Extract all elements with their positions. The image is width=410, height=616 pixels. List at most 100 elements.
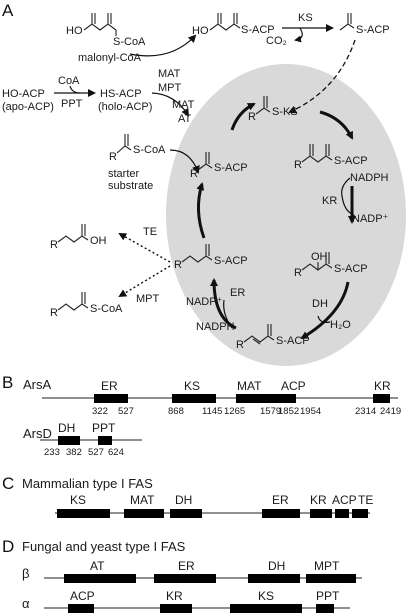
beta-mpt-domain — [306, 574, 356, 583]
mammalian-acp-domain — [335, 509, 349, 518]
arsa-er-end: 527 — [118, 406, 134, 417]
mammalian-mat-domain — [124, 509, 164, 518]
hydroxyacyl-oh: OH — [311, 251, 328, 263]
beta-at-label: AT — [90, 559, 105, 573]
arsd-dh-end: 382 — [66, 447, 82, 458]
panel-d-label: D — [2, 537, 14, 556]
starter-scoa: S-CoA — [133, 144, 166, 156]
hydroxyacyl-acp-structure: R OH S-ACP — [294, 251, 368, 279]
at-label-mid: AT — [178, 113, 192, 125]
mammalian-te-label: TE — [358, 493, 373, 507]
mammalian-er-label: ER — [272, 493, 289, 507]
ketoacyl-s: S-ACP — [334, 155, 368, 167]
acyl-acp-structure: R S-ACP — [174, 244, 248, 271]
h2o-label: H₂O — [330, 319, 351, 331]
fatty-acid-structure: R OH — [50, 224, 107, 251]
beta-mpt-label: MPT — [314, 559, 340, 573]
arsa-er-start: 322 — [92, 406, 108, 417]
beta-dh-domain — [248, 574, 300, 583]
arsa-acp-end: 1954 — [300, 406, 321, 417]
beta-at-domain — [64, 574, 136, 583]
mammalian-te-domain — [352, 509, 368, 518]
starter-acp-r: R — [190, 168, 198, 180]
starter-r: R — [109, 151, 117, 163]
mammalian-ks-label: KS — [70, 493, 86, 507]
alpha-name: α — [22, 596, 30, 611]
arsd-ppt-domain — [98, 436, 112, 445]
te-label: TE — [143, 226, 157, 238]
arsa-mat-label: MAT — [237, 379, 262, 393]
mammalian-acp-label: ACP — [332, 493, 357, 507]
acyl-ks-structure: R S-KS — [248, 96, 298, 123]
panel-b-label: B — [2, 373, 13, 392]
ketoacyl-acp-structure: R S-ACP — [294, 144, 368, 171]
ppt-label: PPT — [61, 98, 83, 110]
arsd-dh-start: 233 — [44, 447, 60, 458]
arsd-dh-domain — [58, 436, 80, 445]
alpha-acp-domain — [68, 604, 94, 613]
acyl-acp-s: S-ACP — [214, 255, 248, 267]
arsa-kr-label: KR — [374, 379, 391, 393]
holo-acp-label: (holo-ACP) — [98, 101, 152, 113]
mammalian-kr-domain — [310, 509, 332, 518]
fatty-acid-oh: OH — [90, 235, 107, 247]
malonyl-coa-scoa: S-CoA — [113, 36, 146, 48]
acetyl-acp-structure: S-ACP — [339, 13, 390, 36]
malonyl-coa-name: malonyl-CoA — [78, 52, 142, 64]
er-label: ER — [230, 287, 245, 299]
panel-b: B ArsA ER KS MAT ACP KR 322 527 868 1145… — [2, 373, 401, 458]
arsa-ks-domain — [172, 394, 216, 403]
arsd-dh-label: DH — [58, 421, 75, 435]
hydroxyacyl-r: R — [294, 267, 302, 279]
panel-a: A HO S-CoA malonyl-CoA HO S-ACP KS CO₂ S… — [2, 1, 406, 366]
arsa-mat-end: 1579 — [260, 406, 281, 417]
hs-acp-label: HS-ACP — [100, 88, 142, 100]
starter-acp-s: S-ACP — [214, 162, 248, 174]
alpha-ks-domain — [230, 604, 302, 613]
mat-label-mid: MAT — [172, 99, 195, 111]
mammalian-ks-domain — [57, 509, 110, 518]
arsa-mat-start: 1265 — [224, 406, 245, 417]
apo-acp-label: (apo-ACP) — [2, 101, 54, 113]
starter-substrate-structure: R S-CoA starter substrate — [108, 134, 166, 192]
nadp-2-label: NADP⁺ — [186, 296, 223, 308]
panel-d: D Fungal and yeast type I FAS β AT ER DH… — [2, 537, 362, 613]
fatty-acid-r: R — [50, 239, 58, 251]
acetyl-acp-sacp: S-ACP — [356, 24, 390, 36]
arsa-acp-domain — [280, 394, 296, 403]
beta-name: β — [22, 566, 29, 581]
mammalian-dh-domain — [170, 509, 202, 518]
mammalian-er-domain — [262, 509, 300, 518]
arsd-ppt-end: 624 — [108, 447, 124, 458]
arsa-acp-start: 1852 — [278, 406, 299, 417]
acyl-ks-r: R — [248, 111, 256, 123]
starter-name-1: starter — [108, 168, 140, 180]
mammalian-kr-label: KR — [310, 493, 327, 507]
acyl-acp-r: R — [174, 259, 182, 271]
arsd-ppt-start: 527 — [88, 447, 104, 458]
arsd-ppt-label: PPT — [92, 421, 116, 435]
kr-label: KR — [322, 195, 337, 207]
hydroxyacyl-s: S-ACP — [334, 263, 368, 275]
arsa-acp-label: ACP — [281, 379, 306, 393]
arsa-ks-start: 868 — [168, 406, 184, 417]
dh-label: DH — [312, 298, 328, 310]
acyl-coa-r: R — [50, 307, 58, 319]
arsa-kr-end: 2419 — [380, 406, 401, 417]
mpt-label-top: MPT — [158, 82, 182, 94]
alpha-ppt-label: PPT — [316, 589, 340, 603]
mammalian-mat-label: MAT — [130, 493, 155, 507]
alpha-ks-label: KS — [258, 589, 274, 603]
malonyl-acp-sacp: S-ACP — [241, 24, 275, 36]
panel-c-label: C — [2, 474, 14, 493]
mammalian-dh-label: DH — [175, 493, 192, 507]
malonyl-coa-structure: HO S-CoA malonyl-CoA — [66, 13, 146, 64]
arsa-kr-domain — [373, 394, 390, 403]
acyl-coa-structure: R S-CoA — [50, 292, 123, 319]
arsa-mat-domain — [236, 394, 286, 403]
alpha-kr-label: KR — [166, 589, 183, 603]
coa-label: CoA — [58, 75, 80, 87]
alpha-ppt-domain — [316, 604, 334, 613]
beta-dh-label: DH — [268, 559, 285, 573]
